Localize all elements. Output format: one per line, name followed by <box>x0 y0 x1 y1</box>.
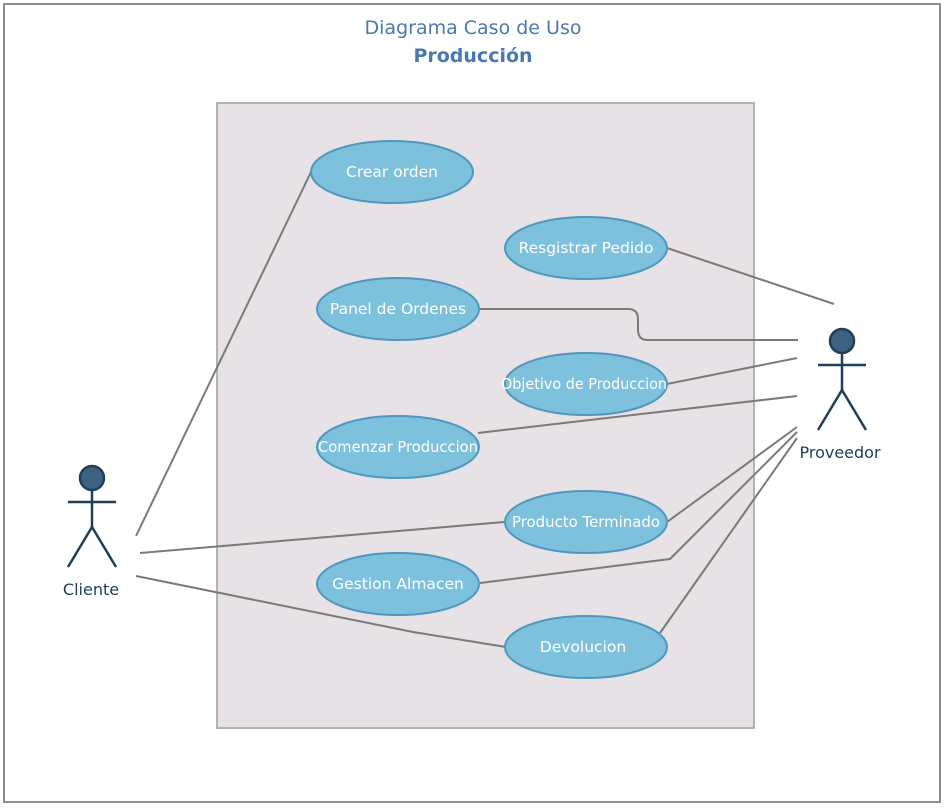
connector-cliente-producto-terminado[interactable] <box>139 521 505 554</box>
use-case-label: Devolucion <box>540 638 626 656</box>
diagram-title: Diagrama Caso de Uso <box>364 17 582 39</box>
use-case-objetivo-produccion[interactable]: Objetivo de Produccion <box>501 352 668 416</box>
connector-proveedor-producto-terminado[interactable] <box>666 426 798 523</box>
connector-proveedor-comenzar-produccion[interactable] <box>477 395 798 434</box>
connector-proveedor-registrar-pedido[interactable] <box>666 247 835 305</box>
system-boundary[interactable] <box>216 102 755 729</box>
use-case-label: Producto Terminado <box>512 513 660 531</box>
use-case-label: Comenzar Produccion <box>318 438 478 456</box>
use-case-label: Panel de Ordenes <box>330 300 466 318</box>
use-case-label: Crear orden <box>346 163 438 181</box>
use-case-comenzar-produccion[interactable]: Comenzar Produccion <box>316 415 480 479</box>
use-case-gestion-almacen[interactable]: Gestion Almacen <box>316 552 480 616</box>
actor-label: Proveedor <box>799 443 880 462</box>
connector-proveedor-devolucion[interactable] <box>659 437 798 634</box>
use-case-devolucion[interactable]: Devolucion <box>504 615 668 679</box>
connector-cliente-crear-orden[interactable] <box>135 171 312 537</box>
actor-proveedor[interactable]: Proveedor <box>799 327 881 462</box>
use-case-label: Gestion Almacen <box>332 575 464 593</box>
actor-label: Cliente <box>63 580 119 599</box>
connector-proveedor-gestion-almacen[interactable] <box>479 431 798 584</box>
connector-proveedor-objetivo-produccion[interactable] <box>666 357 798 385</box>
connector-cliente-devolucion[interactable] <box>135 575 507 648</box>
use-case-label: Objetivo de Produccion <box>501 375 667 393</box>
diagram-subtitle: Producción <box>413 45 533 67</box>
use-case-label: Resgistrar Pedido <box>519 239 654 257</box>
use-case-panel-ordenes[interactable]: Panel de Ordenes <box>316 277 480 341</box>
stick-figure-icon <box>66 464 118 568</box>
use-case-registrar-pedido[interactable]: Resgistrar Pedido <box>504 216 668 280</box>
connector-proveedor-panel-ordenes[interactable] <box>480 308 798 341</box>
connectors <box>135 171 835 648</box>
use-case-producto-terminado[interactable]: Producto Terminado <box>504 490 668 554</box>
stick-figure-icon <box>816 327 868 431</box>
use-case-crear-orden[interactable]: Crear orden <box>310 140 474 204</box>
actor-cliente[interactable]: Cliente <box>63 464 119 599</box>
